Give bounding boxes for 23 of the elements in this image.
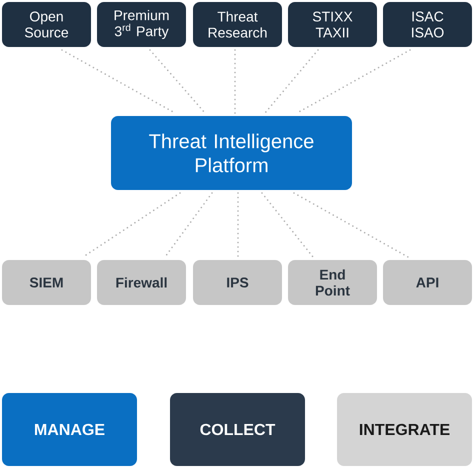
- category-box: INTEGRATE: [337, 393, 472, 466]
- source-box: Open Source: [2, 2, 91, 47]
- dotted-connector: [264, 49, 319, 114]
- integration-box: End Point: [288, 260, 377, 305]
- dotted-connector: [237, 192, 239, 258]
- source-box: Threat Research: [193, 2, 282, 47]
- dotted-connector: [61, 49, 176, 114]
- category-box: COLLECT: [170, 393, 305, 466]
- integration-box: Firewall: [97, 260, 186, 305]
- dotted-connector: [164, 192, 213, 258]
- dotted-connector: [149, 49, 206, 114]
- source-box: Premium 3$^{rd}$ Party: [97, 2, 186, 47]
- dotted-connector: [296, 49, 411, 114]
- integration-box: IPS: [193, 260, 282, 305]
- dotted-connector: [293, 192, 409, 258]
- integration-box: API: [383, 260, 472, 305]
- dotted-connector: [234, 49, 236, 114]
- integration-box: SIEM: [2, 260, 91, 305]
- platform-box: Threat Intelligence Platform: [111, 116, 352, 190]
- category-box: MANAGE: [2, 393, 137, 466]
- dotted-connector: [261, 192, 314, 258]
- source-box: ISAC ISAO: [383, 2, 472, 47]
- source-box: STIXX TAXII: [288, 2, 377, 47]
